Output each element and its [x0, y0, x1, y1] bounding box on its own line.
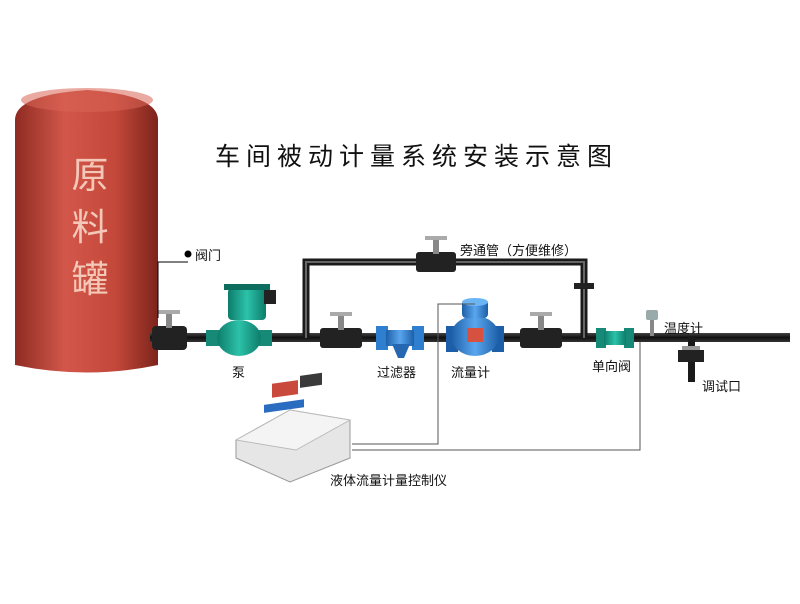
label-controller: 液体流量计量控制仪: [330, 474, 448, 489]
debug-port-valve: [678, 346, 704, 362]
label-valve: 阀门: [195, 249, 222, 264]
pump: [206, 284, 276, 356]
inlet-valve: [320, 312, 362, 348]
raw-material-tank: [15, 88, 158, 373]
signal-wires: [352, 303, 641, 451]
filter: [376, 326, 424, 358]
label-bypass: 旁通管（方便维修）: [460, 244, 578, 259]
label-check-valve: 单向阀: [592, 360, 632, 375]
flow-controller: [234, 372, 352, 483]
label-pump: 泵: [232, 366, 246, 381]
main-valve: [152, 250, 192, 350]
label-thermometer: 温度计: [664, 322, 704, 337]
label-filter: 过滤器: [377, 366, 417, 381]
label-flowmeter: 流量计: [451, 366, 491, 381]
flowmeter: [446, 298, 504, 356]
tank-label: 原料罐: [71, 154, 109, 301]
page-title: 车间被动计量系统安装示意图: [215, 142, 619, 171]
check-valve: [596, 328, 634, 348]
label-debug-port: 调试口: [702, 380, 742, 395]
outlet-valve: [520, 312, 562, 348]
bypass-valve: [416, 236, 456, 272]
